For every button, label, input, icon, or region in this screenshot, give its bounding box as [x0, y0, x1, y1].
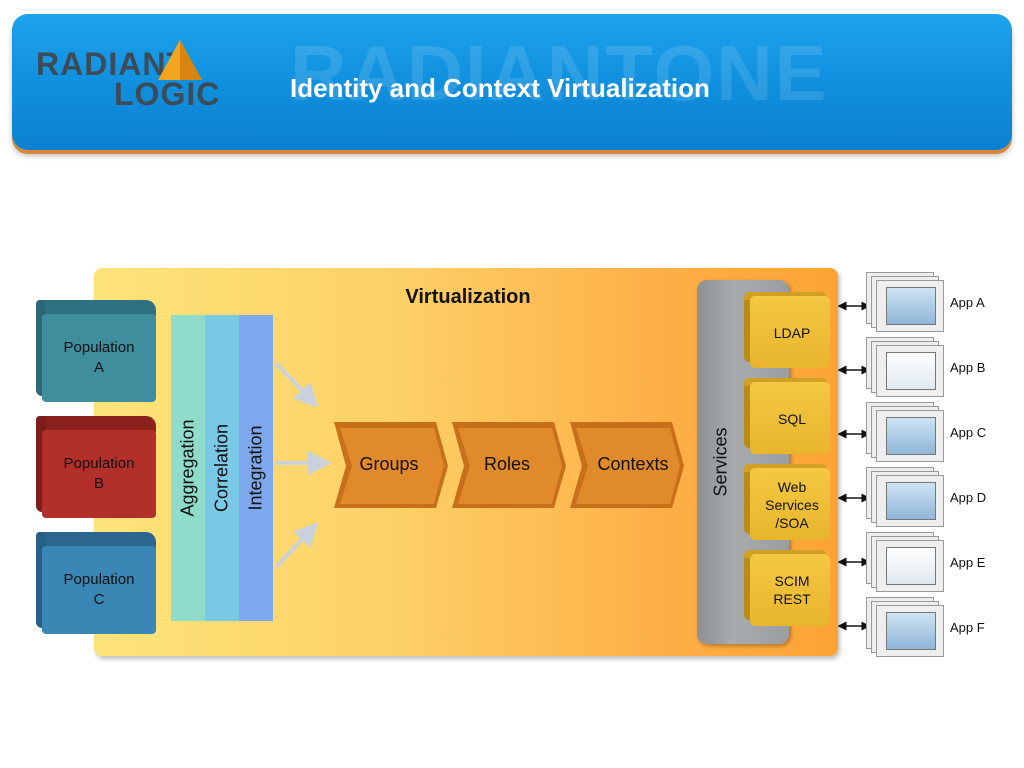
app-connector-arrows-icon: [837, 301, 871, 631]
logo-pyramid-icon: [158, 40, 202, 80]
aggregation-column: Aggregation: [171, 315, 205, 621]
app-d-thumbnail: [866, 467, 944, 527]
population-c-block: Population C: [36, 532, 156, 634]
integration-column: Integration: [239, 315, 273, 621]
scim-line1: SCIM: [774, 573, 810, 589]
population-a-label-line1: Population: [63, 339, 135, 356]
app-a-label: App A: [950, 295, 985, 310]
sql-service: SQL: [744, 378, 830, 454]
virtualization-title: Virtualization: [405, 286, 531, 308]
app-c-label: App C: [950, 425, 987, 440]
scim-line2: REST: [773, 591, 811, 607]
population-b-label-line1: Population: [63, 455, 135, 472]
web-services-line1: Web: [777, 479, 807, 495]
population-c-label-line2: C: [93, 591, 105, 608]
population-a-label-line2: A: [93, 359, 104, 376]
sql-label: SQL: [777, 411, 806, 427]
page-title: Identity and Context Virtualization: [290, 73, 710, 103]
app-e-label: App E: [950, 555, 986, 570]
app-c-thumbnail: [866, 402, 944, 462]
groups-label: Groups: [359, 454, 419, 474]
correlation-label: Correlation: [211, 423, 232, 513]
population-b-label-line2: B: [93, 475, 104, 492]
flow-arrows-icon: [274, 361, 332, 569]
app-f-label: App F: [950, 620, 985, 635]
web-services-soa: Web Services /SOA: [744, 464, 830, 540]
logo-line2: LOGIC: [114, 76, 221, 112]
integration-label: Integration: [245, 425, 266, 511]
population-c-label-line1: Population: [63, 571, 135, 588]
web-services-line3: /SOA: [775, 515, 809, 531]
app-e-thumbnail: [866, 532, 944, 592]
contexts-label: Contexts: [597, 454, 669, 474]
app-b-label: App B: [950, 360, 986, 375]
correlation-column: Correlation: [205, 315, 239, 621]
web-services-line2: Services: [765, 497, 819, 513]
app-f-thumbnail: [866, 597, 944, 657]
ldap-service: LDAP: [744, 292, 830, 368]
services-label: Services: [710, 427, 731, 497]
ldap-label: LDAP: [773, 325, 811, 341]
app-b-thumbnail: [866, 337, 944, 397]
aggregation-label: Aggregation: [177, 419, 198, 517]
chevron-roles: Roles: [444, 420, 570, 510]
chevron-groups: Groups: [326, 420, 452, 510]
chevron-contexts: Contexts: [562, 420, 688, 510]
population-a-block: Population A: [36, 300, 156, 402]
header-banner: [12, 14, 1012, 150]
population-b-block: Population B: [36, 416, 156, 518]
app-a-thumbnail: [866, 272, 944, 332]
app-d-label: App D: [950, 490, 987, 505]
scim-rest-service: SCIM REST: [744, 550, 830, 626]
watermark-text: RADIANTONE: [290, 29, 829, 117]
roles-label: Roles: [483, 454, 531, 474]
company-logo: RADIANT LOGIC: [36, 40, 266, 112]
